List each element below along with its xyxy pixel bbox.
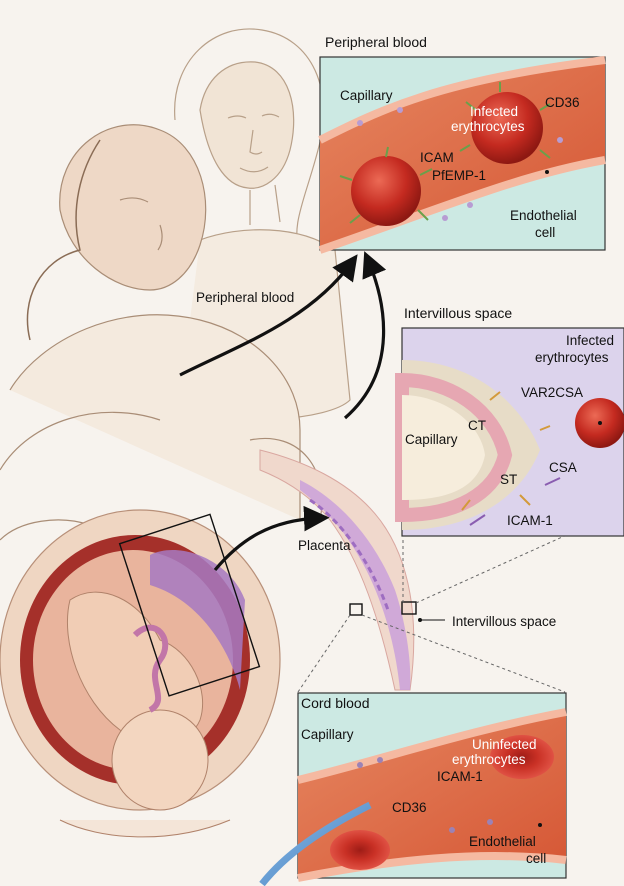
intervillous-csa-label: CSA bbox=[549, 460, 577, 475]
cord-panel-title: Cord blood bbox=[301, 696, 370, 711]
peripheral-infected-label-2: erythrocytes bbox=[451, 119, 525, 134]
cord-endothelial-label-1: Endothelial bbox=[469, 834, 536, 849]
intervillous-icam1-label: ICAM-1 bbox=[507, 513, 553, 528]
intervillous-var2csa-label: VAR2CSA bbox=[521, 385, 583, 400]
peripheral-capillary-label: Capillary bbox=[340, 88, 393, 103]
intervillous-infected-label-2: erythrocytes bbox=[535, 350, 609, 365]
intervillous-ct-label: CT bbox=[468, 418, 486, 433]
peripheral-endothelial-label-1: Endothelial bbox=[510, 208, 577, 223]
placenta-cord-box bbox=[350, 604, 362, 615]
peripheral-infected-label-1: Infected bbox=[470, 104, 518, 119]
cord-uninfected-label-1: Uninfected bbox=[472, 737, 537, 752]
peripheral-icam-label: ICAM bbox=[420, 150, 454, 165]
peripheral-cd36-label: CD36 bbox=[545, 95, 580, 110]
peripheral-panel-title: Peripheral blood bbox=[325, 35, 427, 50]
cord-icam1-label: ICAM-1 bbox=[437, 769, 483, 784]
intervillous-panel-title: Intervillous space bbox=[404, 306, 512, 321]
intervillous-st-label: ST bbox=[500, 472, 517, 487]
peripheral-pfemp1-label: PfEMP-1 bbox=[432, 168, 486, 183]
main-intervillous-space-label: Intervillous space bbox=[452, 614, 556, 629]
cord-uninfected-label-2: erythrocytes bbox=[452, 752, 526, 767]
cord-endothelial-label-2: cell bbox=[526, 851, 546, 866]
cord-capillary-label: Capillary bbox=[301, 727, 354, 742]
intervillous-infected-label-1: Infected bbox=[566, 333, 614, 348]
peripheral-endothelial-label-2: cell bbox=[535, 225, 555, 240]
arrow-to-peripheral-2 bbox=[345, 260, 384, 418]
main-placenta-label: Placenta bbox=[298, 538, 351, 553]
cord-cd36-label: CD36 bbox=[392, 800, 427, 815]
intervillous-capillary-label: Capillary bbox=[405, 432, 458, 447]
main-peripheral-blood-label: Peripheral blood bbox=[196, 290, 294, 305]
